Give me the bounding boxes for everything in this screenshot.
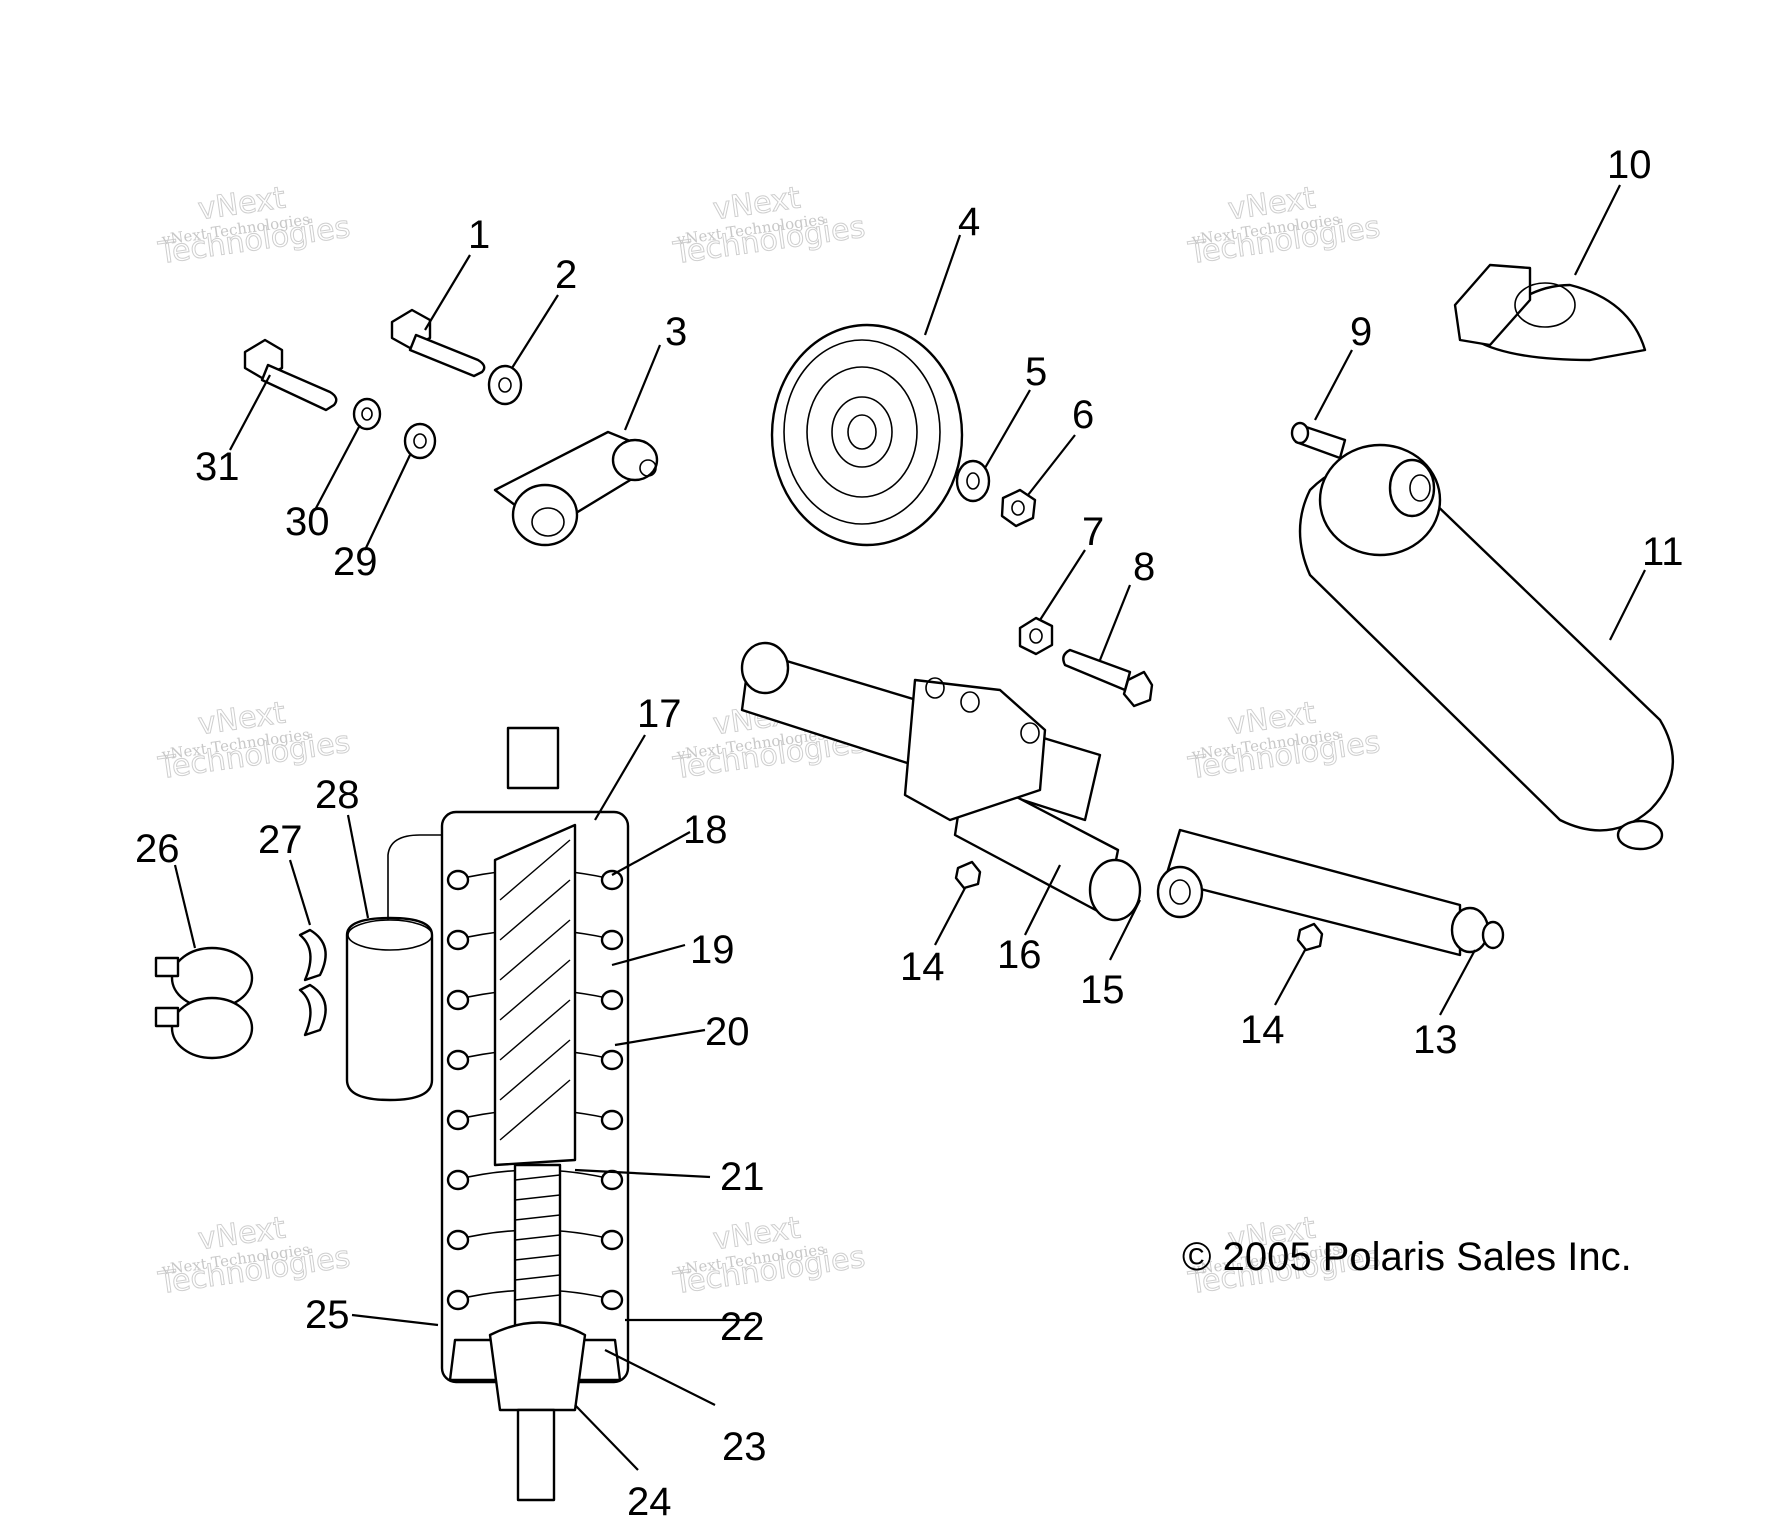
part-washer-2 xyxy=(487,364,523,406)
part-grease-fitting-14b xyxy=(1296,922,1324,952)
callout-14b: 14 xyxy=(1240,1008,1285,1052)
callout-20: 20 xyxy=(705,1010,750,1054)
callout-23: 23 xyxy=(722,1425,767,1469)
part-clip-27 xyxy=(298,928,327,1037)
callout-25: 25 xyxy=(305,1293,350,1337)
copyright-text: © 2005 Polaris Sales Inc. xyxy=(1182,1235,1632,1279)
watermark-1: Technologies vNext Technologies vNext xyxy=(155,180,353,272)
part-idler-arm-3 xyxy=(493,430,659,547)
callout-14a: 14 xyxy=(900,945,945,989)
part-shaft-13 xyxy=(1163,828,1505,957)
callout-labels: 1 2 3 4 5 6 7 8 9 10 11 13 14 14 15 16 1… xyxy=(135,143,1684,1524)
watermark-3: Technologies vNext Technologies vNext xyxy=(1185,180,1383,272)
watermark-4: Technologies vNext Technologies vNext xyxy=(155,695,353,787)
part-nut-6 xyxy=(1000,488,1037,528)
part-idler-wheel-4 xyxy=(770,323,964,547)
watermark-7: Technologies vNext Technologies vNext xyxy=(155,1210,353,1302)
callout-10: 10 xyxy=(1607,143,1652,187)
part-clamp-26 xyxy=(154,946,254,1060)
callout-15: 15 xyxy=(1080,968,1125,1012)
watermark-8: Technologies vNext Technologies vNext xyxy=(670,1210,868,1302)
part-shock-absorber xyxy=(440,726,630,1502)
callout-5: 5 xyxy=(1025,350,1047,394)
callout-4: 4 xyxy=(958,200,980,244)
part-washer-5 xyxy=(955,459,991,503)
part-nut-7 xyxy=(1018,616,1054,656)
part-shock-cap-10 xyxy=(1453,263,1647,362)
callout-24: 24 xyxy=(627,1480,672,1524)
callout-27: 27 xyxy=(258,818,303,862)
part-bolt-8 xyxy=(1062,648,1154,708)
callout-1: 1 xyxy=(468,213,490,257)
part-grease-fitting-14a xyxy=(954,860,982,890)
callout-18: 18 xyxy=(683,808,728,852)
shock-coil-dots xyxy=(446,869,624,1311)
callout-6: 6 xyxy=(1072,393,1094,437)
part-shock-boot-11 xyxy=(1298,443,1675,851)
callout-28: 28 xyxy=(315,773,360,817)
callout-22: 22 xyxy=(720,1305,765,1349)
callout-8: 8 xyxy=(1133,545,1155,589)
callout-21: 21 xyxy=(720,1155,765,1199)
callout-11: 11 xyxy=(1642,530,1684,574)
callout-17: 17 xyxy=(637,692,682,736)
callout-13: 13 xyxy=(1413,1018,1458,1062)
callout-30: 30 xyxy=(285,500,330,544)
part-bolt-31 xyxy=(243,338,338,412)
watermark-2: Technologies vNext Technologies vNext xyxy=(670,180,868,272)
callout-26: 26 xyxy=(135,827,180,871)
part-bushing-9 xyxy=(1290,421,1347,460)
callout-29: 29 xyxy=(333,540,378,584)
watermark-group: Technologies vNext Technologies vNext Te… xyxy=(155,180,1383,1302)
part-bolt-1 xyxy=(390,308,486,378)
callout-2: 2 xyxy=(555,253,577,297)
callout-31: 31 xyxy=(195,445,240,489)
part-bracket xyxy=(903,677,1047,822)
callout-16: 16 xyxy=(997,933,1042,977)
callout-9: 9 xyxy=(1350,310,1372,354)
callout-19: 19 xyxy=(690,928,735,972)
part-washer-30 xyxy=(352,397,382,431)
callout-7: 7 xyxy=(1082,510,1104,554)
leader-lines xyxy=(173,184,1646,1471)
callout-3: 3 xyxy=(665,310,687,354)
part-washer-29 xyxy=(403,422,437,460)
watermark-6: Technologies vNext Technologies vNext xyxy=(1185,695,1383,787)
part-reservoir-28 xyxy=(345,834,500,1102)
